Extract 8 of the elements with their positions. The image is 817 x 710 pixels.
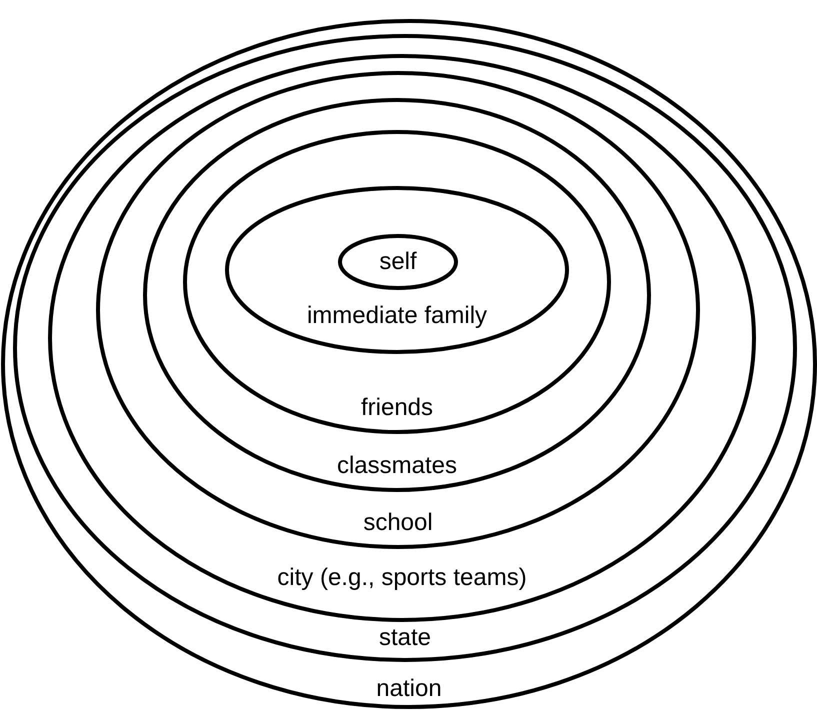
ring-label: classmates xyxy=(336,452,458,480)
ring-label: immediate family xyxy=(306,302,488,330)
ring-label: city (e.g., sports teams) xyxy=(277,564,527,592)
ring-label: state xyxy=(378,624,432,652)
ring-label: nation xyxy=(376,675,442,703)
ring-label: self xyxy=(379,248,417,276)
ring-label: friends xyxy=(360,394,434,422)
ring-label: school xyxy=(363,509,433,537)
